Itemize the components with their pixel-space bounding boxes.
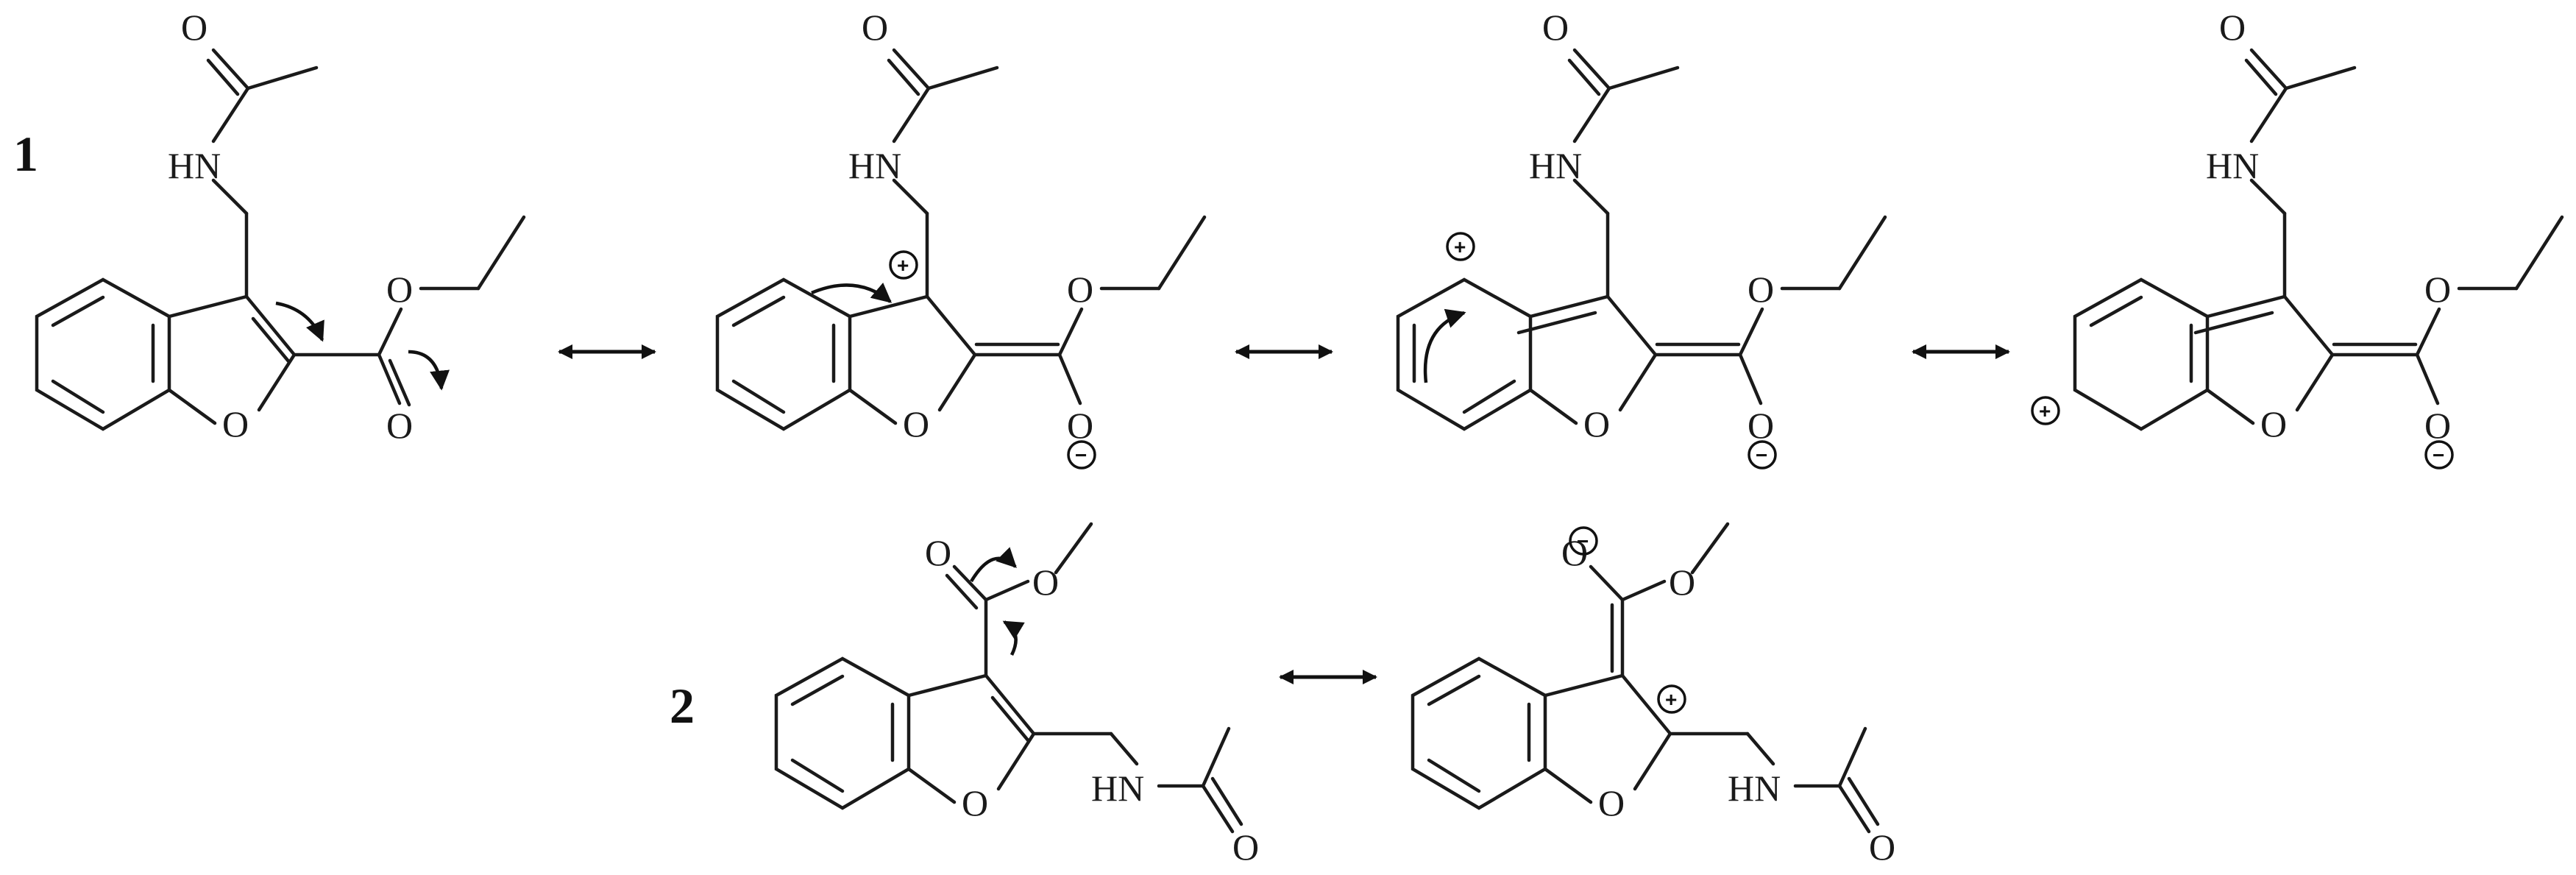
positive-charge: + <box>2031 396 2060 425</box>
svg-text:O: O <box>1669 562 1695 603</box>
svg-text:HN: HN <box>1091 768 1144 809</box>
svg-text:HN: HN <box>848 145 901 186</box>
curved-arrow <box>408 350 450 391</box>
svg-text:O: O <box>1869 826 1895 868</box>
structure-2b: O O O HN O − + <box>1411 522 1895 868</box>
curved-arrow <box>1002 620 1025 656</box>
svg-text:O: O <box>1032 562 1059 603</box>
panel-label-2: 2 <box>670 678 695 734</box>
svg-text:O: O <box>1542 7 1569 48</box>
svg-text:O: O <box>2424 405 2451 446</box>
svg-text:O: O <box>1748 405 1774 446</box>
svg-text:O: O <box>1067 405 1093 446</box>
positive-charge: + <box>1446 232 1475 261</box>
atom-o-ester: O <box>386 269 413 310</box>
svg-text:HN: HN <box>2206 145 2259 186</box>
svg-text:O: O <box>2260 403 2287 444</box>
svg-text:O: O <box>962 782 988 823</box>
negative-charge: − <box>1067 440 1096 470</box>
negative-charge: − <box>1569 526 1598 556</box>
benzene-ring <box>35 277 171 431</box>
svg-text:O: O <box>1067 269 1093 310</box>
structure-1b: O HN O O O + − <box>715 7 1207 470</box>
negative-charge: − <box>1748 440 1777 470</box>
svg-text:O: O <box>1598 782 1625 823</box>
svg-text:HN: HN <box>1728 768 1781 809</box>
positive-charge: + <box>1657 684 1686 714</box>
structure-1a: O HN O O O <box>35 7 526 446</box>
svg-text:O: O <box>925 532 951 573</box>
svg-text:O: O <box>862 7 888 48</box>
atom-o-furan: O <box>222 403 249 444</box>
curved-arrow <box>275 301 324 342</box>
structure-1d: O HN O O O + − <box>2031 7 2564 470</box>
svg-text:+: + <box>1454 235 1466 258</box>
svg-text:O: O <box>1561 532 1588 573</box>
svg-text:O: O <box>1748 269 1774 310</box>
svg-text:HN: HN <box>1529 145 1582 186</box>
negative-charge: − <box>2424 440 2454 470</box>
svg-text:O: O <box>1583 403 1610 444</box>
curved-arrow <box>970 547 1017 583</box>
structure-1c: O HN O O O + − <box>1396 7 1887 470</box>
svg-text:−: − <box>1756 444 1767 467</box>
svg-text:+: + <box>1665 688 1677 711</box>
panel-label-1: 1 <box>13 126 38 182</box>
svg-text:−: − <box>2433 444 2444 467</box>
structure-2a: O O O HN O <box>774 522 1259 868</box>
svg-text:−: − <box>1075 444 1087 467</box>
positive-charge: + <box>889 250 918 280</box>
atom-o-acetyl: O <box>181 7 207 48</box>
curved-arrow <box>811 283 893 303</box>
curved-arrow <box>1423 308 1466 383</box>
svg-text:+: + <box>897 254 909 277</box>
atom-o-carbonyl: O <box>386 405 413 446</box>
atom-hn: HN <box>168 145 221 186</box>
svg-text:O: O <box>2424 269 2451 310</box>
svg-text:+: + <box>2039 400 2051 422</box>
svg-text:−: − <box>1577 530 1589 553</box>
svg-text:O: O <box>2219 7 2246 48</box>
svg-text:O: O <box>1232 826 1259 868</box>
svg-text:O: O <box>903 403 929 444</box>
